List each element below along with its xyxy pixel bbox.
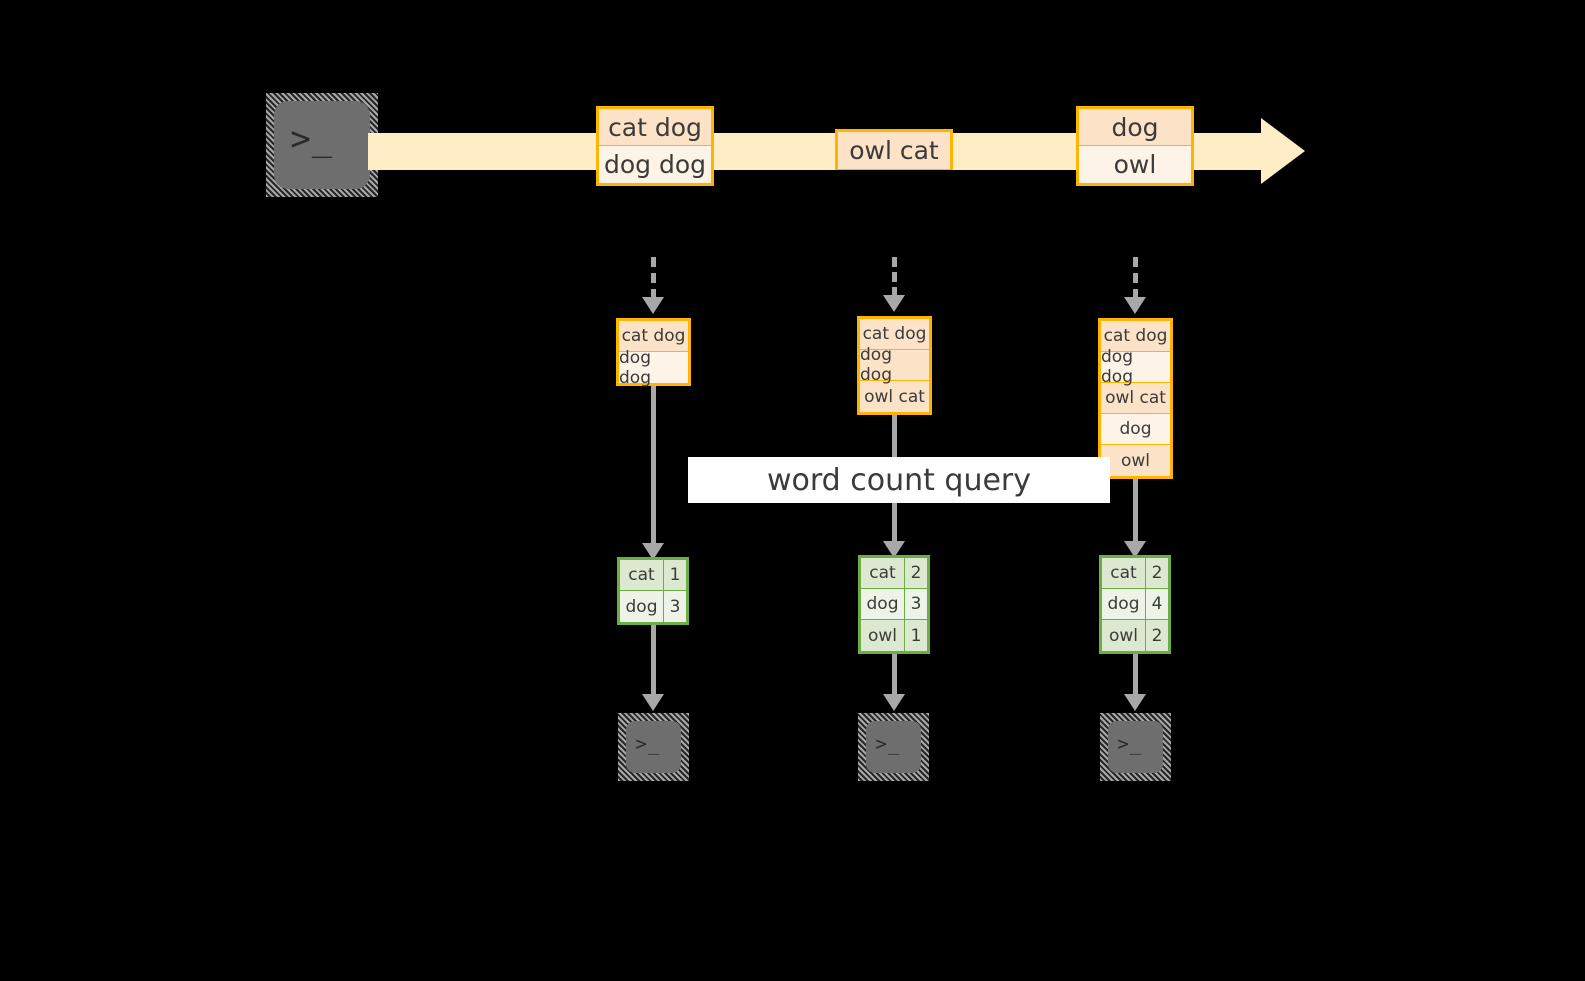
record-row: cat dog — [860, 319, 929, 350]
stream-message-row: dog — [1079, 109, 1191, 146]
stage-2-output-arrowhead — [883, 694, 905, 711]
stage-3-output-arrowhead — [1124, 694, 1146, 711]
result-count: 3 — [905, 589, 927, 619]
stream-message-row: dog dog — [599, 146, 711, 183]
stage-3-result-table: cat 2 dog 4 owl 2 — [1099, 555, 1171, 654]
stream-message-row: cat dog — [599, 109, 711, 146]
stage-3-query-arrowhead — [1124, 541, 1146, 558]
result-word: owl — [1102, 620, 1146, 651]
result-row: dog 3 — [620, 591, 686, 622]
result-count: 4 — [1146, 589, 1168, 619]
result-count: 2 — [905, 558, 927, 588]
result-row: owl 1 — [861, 620, 927, 651]
stage-2-consumer-console: >_ — [858, 713, 929, 781]
result-row: cat 2 — [1102, 558, 1168, 589]
record-row: owl — [1101, 445, 1170, 476]
record-row: dog dog — [860, 345, 929, 385]
record-row: cat dog — [619, 321, 688, 352]
producer-console: >_ — [266, 93, 378, 197]
stage-1-output-arrowhead — [642, 694, 664, 711]
result-row: owl 2 — [1102, 620, 1168, 651]
record-row: cat dog — [1101, 321, 1170, 352]
stage-3-consumer-console: >_ — [1100, 713, 1171, 781]
result-word: cat — [620, 560, 664, 590]
query-label-banner: word count query — [688, 457, 1110, 503]
record-row: owl cat — [860, 381, 929, 412]
stream-arrow-head — [1261, 118, 1305, 184]
stage-1-ingest-connector — [651, 257, 656, 299]
stream-message-2: owl cat — [835, 129, 953, 170]
terminal-prompt-icon: >_ — [635, 732, 661, 755]
stage-3-input-records: cat dog dog dog owl cat dog owl — [1098, 318, 1173, 479]
result-count: 2 — [1146, 620, 1168, 651]
stage-2-output-connector — [892, 654, 897, 698]
terminal-prompt-icon: >_ — [290, 119, 334, 160]
result-count: 1 — [664, 560, 686, 590]
result-word: dog — [861, 589, 905, 619]
terminal-prompt-icon: >_ — [875, 732, 901, 755]
result-word: cat — [1102, 558, 1146, 588]
stage-1-query-connector — [651, 386, 656, 550]
stage-2-result-table: cat 2 dog 3 owl 1 — [858, 555, 930, 654]
stage-3-output-connector — [1133, 654, 1138, 698]
stage-2-ingest-connector — [892, 257, 897, 297]
stage-1-consumer-console: >_ — [618, 713, 689, 781]
stage-1-result-table: cat 1 dog 3 — [617, 557, 689, 625]
stream-message-row: owl cat — [838, 132, 950, 169]
stage-1-input-records: cat dog dog dog — [616, 318, 691, 388]
record-row: dog — [1101, 414, 1170, 445]
console-screen: >_ — [626, 721, 681, 773]
stream-message-3: dog owl — [1076, 106, 1194, 186]
stream-message-1: cat dog dog dog — [596, 106, 714, 186]
result-count: 2 — [1146, 558, 1168, 588]
result-count: 1 — [905, 620, 927, 651]
console-screen: >_ — [274, 101, 370, 189]
stage-1-output-connector — [651, 625, 656, 698]
terminal-prompt-icon: >_ — [1117, 732, 1143, 755]
result-word: dog — [1102, 589, 1146, 619]
stage-3-ingest-arrowhead — [1124, 297, 1146, 314]
result-word: cat — [861, 558, 905, 588]
stage-3-ingest-connector — [1133, 257, 1138, 299]
stage-3-query-connector — [1133, 479, 1138, 549]
console-screen: >_ — [1108, 721, 1163, 773]
query-label-text: word count query — [766, 462, 1032, 498]
stage-2-ingest-arrowhead — [883, 295, 905, 312]
stream-message-row: owl — [1079, 146, 1191, 183]
result-count: 3 — [664, 591, 686, 622]
result-word: owl — [861, 620, 905, 651]
record-row: owl cat — [1101, 383, 1170, 414]
record-row: dog dog — [619, 348, 688, 388]
stage-2-query-arrowhead — [883, 541, 905, 558]
stage-2-input-records: cat dog dog dog owl cat — [857, 316, 932, 415]
stage-1-query-arrowhead — [642, 543, 664, 560]
result-word: dog — [620, 591, 664, 622]
stage-1-ingest-arrowhead — [642, 297, 664, 314]
console-screen: >_ — [866, 721, 921, 773]
result-row: dog 4 — [1102, 589, 1168, 620]
result-row: cat 2 — [861, 558, 927, 589]
result-row: dog 3 — [861, 589, 927, 620]
record-row: dog dog — [1101, 347, 1170, 387]
result-row: cat 1 — [620, 560, 686, 591]
